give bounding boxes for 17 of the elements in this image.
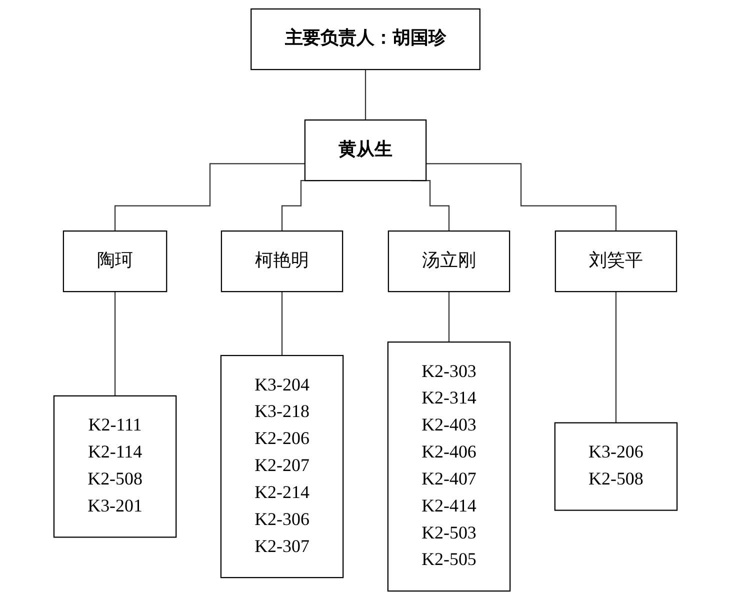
node-box: 刘笑平 <box>554 230 678 292</box>
node-box: K2-303 K2-314 K2-403 K2-406 K2-407 K2-414 K2-503 K2-505 <box>387 342 511 592</box>
node-box: K3-204 K3-218 K2-206 K2-207 K2-214 K2-306 K2-307 <box>220 354 344 578</box>
node-box: K3-206 K2-508 <box>554 422 678 511</box>
connector <box>281 291 283 356</box>
connector <box>364 68 366 121</box>
node-box: 黄从生 <box>304 119 427 182</box>
node-box: K2-111 K2-114 K2-508 K3-201 <box>53 395 177 538</box>
connector <box>448 291 450 343</box>
node-box: 汤立刚 <box>388 230 510 292</box>
connector <box>114 291 116 396</box>
node-box: 主要负责人：胡国珍 <box>250 8 480 70</box>
connector <box>615 291 617 424</box>
connector <box>426 163 617 232</box>
node-box: 陶珂 <box>62 230 168 292</box>
connector <box>114 163 305 232</box>
node-box: 柯艳明 <box>220 230 344 292</box>
